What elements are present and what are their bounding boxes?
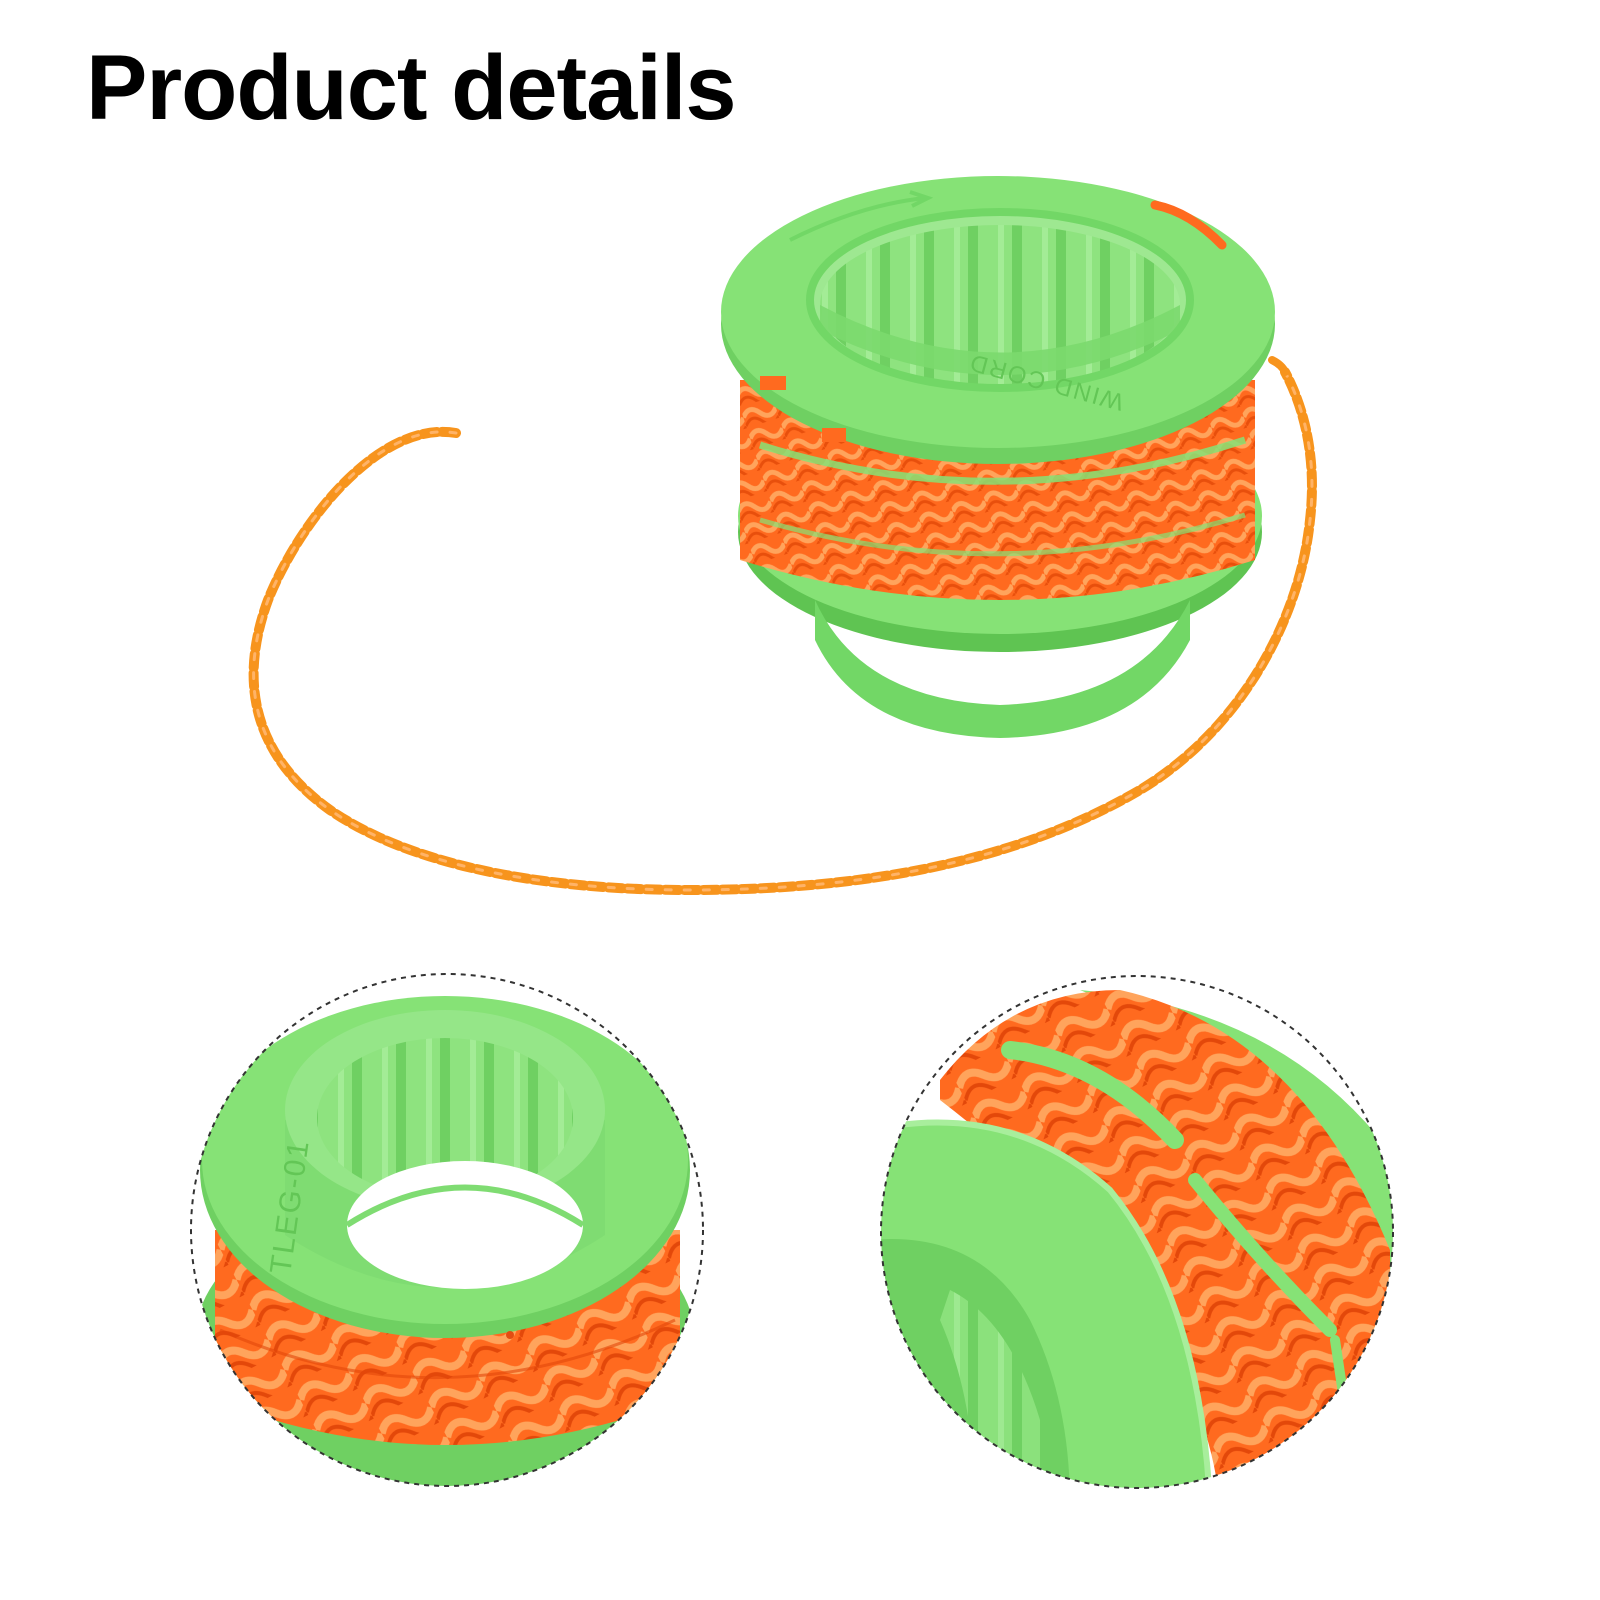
detail-right-dashed-border	[880, 975, 1394, 1489]
detail-right-wound-line	[940, 990, 1390, 1488]
detail-circle-right	[880, 975, 1394, 1489]
detail-left-dashed-border	[190, 973, 704, 1487]
page-title: Product details	[86, 37, 737, 139]
detail-left-hub-opening	[347, 1161, 583, 1289]
detail-circle-left: TLEG-01	[190, 973, 704, 1487]
main-spool-photo: WIND CORD	[248, 176, 1317, 896]
